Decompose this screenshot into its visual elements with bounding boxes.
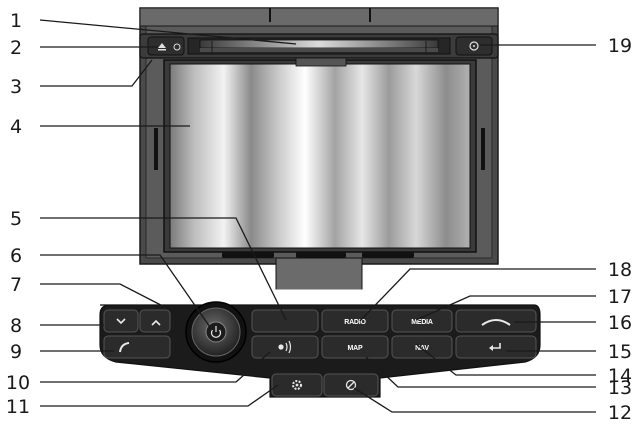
callout-19: 19 <box>608 35 632 57</box>
callout-16: 16 <box>608 312 632 334</box>
media-button[interactable]: MEDIA <box>391 309 453 333</box>
disc-slot[interactable] <box>199 39 439 49</box>
callout-3: 3 <box>10 76 22 98</box>
callout-14: 14 <box>608 365 632 387</box>
side-vent-left <box>154 128 158 170</box>
display-screen[interactable] <box>163 57 477 253</box>
mute-button[interactable] <box>323 373 379 397</box>
disc-button[interactable] <box>455 36 493 56</box>
disc-slot-bezel <box>139 33 499 59</box>
display-mode-button[interactable] <box>251 309 319 333</box>
radio-label: RADIO <box>344 319 366 326</box>
nav-button[interactable]: NAV <box>391 335 453 359</box>
callout-9: 9 <box>10 341 22 363</box>
back-icon <box>492 343 501 349</box>
gear-icon <box>292 380 302 390</box>
callout-6: 6 <box>10 245 22 267</box>
callout-18: 18 <box>608 259 632 281</box>
eject-icon <box>158 43 166 51</box>
callout-10: 10 <box>6 372 30 394</box>
chevron-up-icon <box>151 319 161 326</box>
back-button[interactable] <box>455 335 537 359</box>
callout-5: 5 <box>10 208 22 230</box>
power-volume-knob[interactable] <box>185 301 247 363</box>
leader-lines <box>39 19 596 413</box>
map-button[interactable]: MAP <box>321 335 389 359</box>
radio-button[interactable]: RADIO <box>321 309 389 333</box>
seek-up-button[interactable] <box>139 309 171 333</box>
phone-end-button[interactable] <box>455 309 537 333</box>
phone-answer-button[interactable] <box>103 335 171 359</box>
phone-end-icon <box>481 319 511 326</box>
seek-down-button[interactable] <box>103 309 139 333</box>
callout-12: 12 <box>608 402 632 424</box>
chevron-down-icon <box>116 318 126 325</box>
callout-17: 17 <box>608 286 632 308</box>
voice-icon <box>278 340 292 354</box>
map-label: MAP <box>348 345 363 352</box>
voice-button[interactable] <box>251 335 319 359</box>
disc-icon <box>469 41 479 51</box>
eject-button[interactable] <box>147 36 185 56</box>
callout-13: 13 <box>608 377 632 399</box>
callout-8: 8 <box>10 315 22 337</box>
phone-answer-icon <box>119 342 130 353</box>
callout-11: 11 <box>6 396 30 418</box>
indicator-icon <box>173 43 181 51</box>
callout-numbers: 1 2 3 4 5 6 7 8 9 10 11 12 13 14 15 16 1… <box>6 10 632 424</box>
side-vent-right <box>481 128 485 170</box>
callout-2: 2 <box>10 37 22 59</box>
power-icon <box>210 326 222 338</box>
callout-7: 7 <box>10 274 22 296</box>
settings-button[interactable] <box>271 373 323 397</box>
mute-icon <box>345 379 357 391</box>
callout-1: 1 <box>10 10 22 32</box>
mount-bracket <box>222 252 414 291</box>
callout-4: 4 <box>10 116 22 138</box>
media-label: MEDIA <box>411 319 433 326</box>
callout-15: 15 <box>608 341 632 363</box>
